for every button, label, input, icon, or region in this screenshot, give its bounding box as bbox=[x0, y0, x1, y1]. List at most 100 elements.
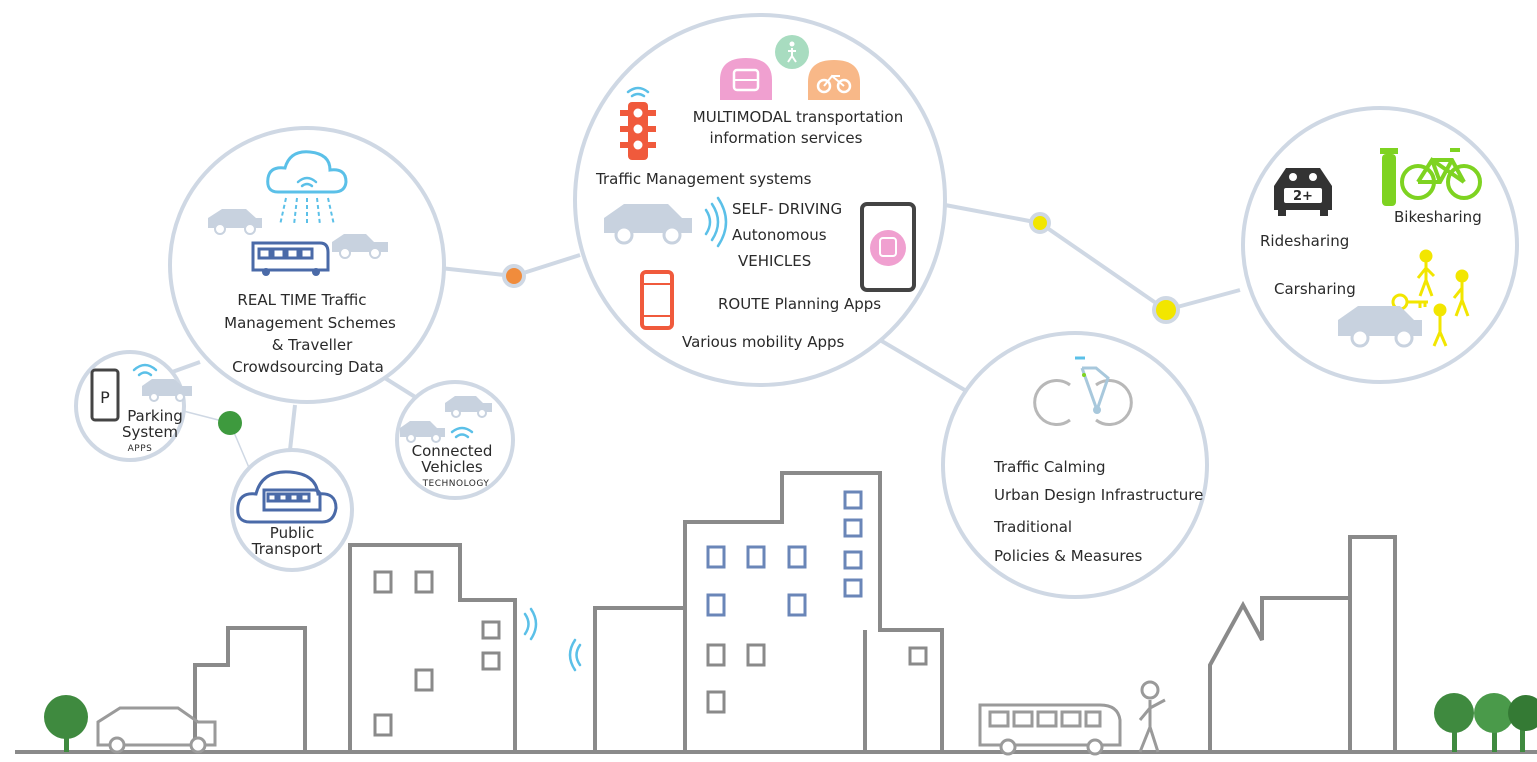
tree-icon bbox=[44, 695, 88, 752]
car-icon bbox=[445, 396, 492, 418]
various-mobility-label: Various mobility Apps bbox=[682, 333, 845, 351]
carsharing-label: Carsharing bbox=[1274, 280, 1356, 298]
window bbox=[746, 643, 766, 667]
self-driving-line1: SELF- DRIVING bbox=[732, 200, 842, 218]
parking-line1: Parking bbox=[127, 407, 183, 425]
yellow-node-small bbox=[1029, 212, 1051, 234]
car-icon bbox=[142, 379, 192, 402]
building-1 bbox=[193, 626, 307, 752]
window bbox=[706, 643, 726, 667]
connector-realtime-multimodal bbox=[439, 266, 515, 278]
parking-line2: System bbox=[122, 423, 178, 441]
bikesharing-label: Bikesharing bbox=[1394, 208, 1482, 226]
connector-yellow-yellow bbox=[1038, 221, 1168, 312]
tree-icon bbox=[1508, 695, 1537, 752]
building-5 bbox=[1208, 535, 1397, 752]
tree-icon bbox=[1474, 693, 1514, 752]
parking-p-letter: P bbox=[100, 388, 110, 407]
wifi-icon bbox=[704, 196, 728, 248]
realtime-line3: & Traveller bbox=[272, 336, 353, 354]
route-planning-label: ROUTE Planning Apps bbox=[718, 295, 881, 313]
car-icon: 2+ bbox=[1274, 168, 1332, 216]
bicycle-icon bbox=[1380, 148, 1482, 206]
window bbox=[481, 620, 501, 640]
wifi-icon bbox=[568, 638, 582, 672]
phone-icon bbox=[860, 202, 916, 292]
public-line1: Public bbox=[270, 524, 314, 542]
self-driving-line3: VEHICLES bbox=[738, 252, 811, 270]
tree-icon bbox=[1434, 693, 1474, 752]
window bbox=[843, 490, 863, 510]
traditional-line2: Urban Design Infrastructure bbox=[994, 486, 1203, 504]
window bbox=[908, 646, 928, 666]
bus-icon bbox=[262, 488, 322, 512]
window bbox=[706, 545, 726, 569]
connector-realtime-public bbox=[288, 404, 297, 451]
yellow-node-large bbox=[1152, 296, 1180, 324]
self-driving-line2: Autonomous bbox=[732, 226, 827, 244]
bicycle-icon bbox=[808, 60, 860, 100]
public-line2: Transport bbox=[251, 540, 323, 558]
wifi-icon bbox=[450, 426, 474, 439]
car-icon bbox=[604, 204, 692, 245]
window bbox=[843, 518, 863, 538]
car-icon bbox=[96, 706, 217, 754]
traditional-line4: Policies & Measures bbox=[994, 547, 1142, 565]
window bbox=[787, 545, 807, 569]
connected-line1: Connected bbox=[412, 442, 493, 460]
connector-multimodal-yellow bbox=[944, 203, 1041, 225]
connected-line3: TECHNOLOGY bbox=[422, 479, 490, 489]
realtime-line1: REAL TIME Traffic bbox=[237, 291, 366, 309]
phone-icon: P bbox=[90, 368, 120, 422]
window bbox=[481, 651, 501, 671]
cloud-icon bbox=[236, 470, 338, 524]
wifi-icon bbox=[132, 363, 158, 377]
orange-node bbox=[502, 264, 526, 288]
city-skyline bbox=[193, 471, 1397, 752]
bicycle-icon bbox=[1033, 356, 1133, 426]
ridesharing-badge: 2+ bbox=[1293, 189, 1313, 204]
bus-icon bbox=[720, 58, 772, 100]
building-3 bbox=[593, 606, 687, 752]
pedestrian-icon bbox=[1416, 249, 1470, 347]
multimodal-line2: information services bbox=[710, 129, 863, 147]
car-icon bbox=[1338, 306, 1422, 348]
ridesharing-label: Ridesharing bbox=[1260, 232, 1349, 250]
car-icon bbox=[332, 234, 388, 259]
pedestrian-icon bbox=[1138, 680, 1166, 753]
connector-realtime-connected bbox=[378, 373, 422, 402]
car-icon bbox=[208, 209, 262, 235]
bubble-realtime bbox=[168, 126, 446, 404]
building-2 bbox=[348, 543, 517, 752]
traditional-line1: Traffic Calming bbox=[993, 458, 1105, 476]
green-node bbox=[218, 411, 242, 435]
multimodal-line1: MULTIMODAL transportation bbox=[693, 108, 903, 126]
traffic-management-label: Traffic Management systems bbox=[595, 170, 812, 188]
phone-icon bbox=[640, 270, 674, 330]
window bbox=[787, 593, 807, 617]
wifi-icon bbox=[523, 607, 538, 641]
car-icon bbox=[400, 421, 445, 443]
pedestrian-icon bbox=[775, 35, 809, 69]
bubble-traditional bbox=[941, 331, 1209, 599]
connector-multimodal-traditional bbox=[878, 338, 970, 394]
bus-icon bbox=[251, 241, 330, 276]
window bbox=[373, 713, 393, 737]
parking-line3: APPS bbox=[128, 444, 153, 454]
window bbox=[706, 593, 726, 617]
connected-line2: Vehicles bbox=[421, 458, 483, 476]
traditional-line3: Traditional bbox=[993, 518, 1072, 536]
realtime-line2: Management Schemes bbox=[224, 314, 396, 332]
window bbox=[746, 545, 766, 569]
cloud-icon bbox=[266, 150, 348, 226]
traffic-light-icon bbox=[620, 86, 656, 160]
window bbox=[414, 570, 434, 594]
window bbox=[414, 668, 434, 692]
realtime-line4: Crowdsourcing Data bbox=[232, 358, 384, 376]
window bbox=[373, 570, 393, 594]
window bbox=[706, 690, 726, 714]
building-4 bbox=[683, 471, 944, 752]
bus-icon bbox=[978, 703, 1122, 756]
window bbox=[843, 578, 863, 598]
